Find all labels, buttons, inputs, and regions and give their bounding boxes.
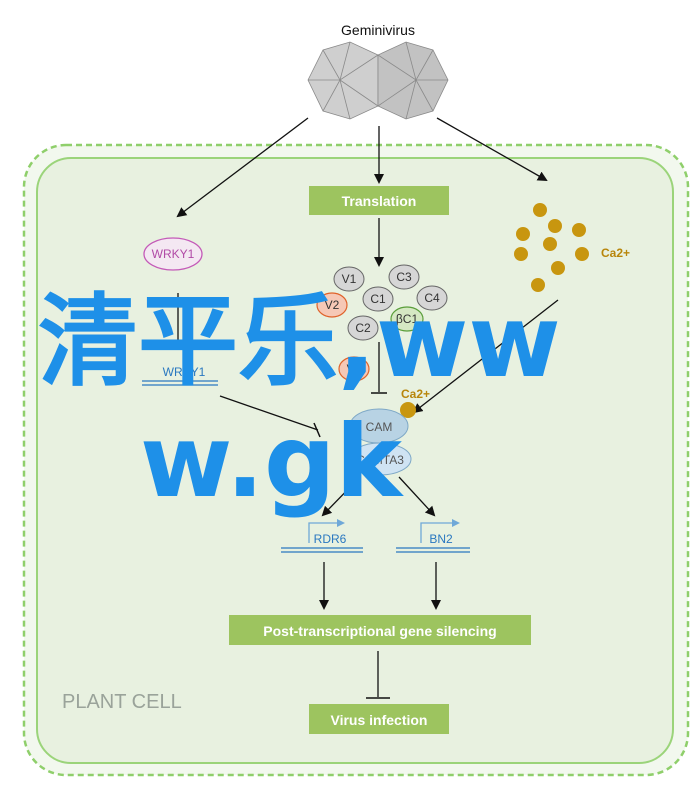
arrow-virus-to-wrky1 xyxy=(176,117,309,218)
inhibit-wrky-to-cam-bar xyxy=(313,422,321,438)
virus-infection-box xyxy=(309,704,449,734)
ptgs-box xyxy=(229,615,531,645)
camta3-label: CAMTA3 xyxy=(356,453,404,467)
protein-c4-label: C4 xyxy=(424,291,440,305)
wrky-gene-label: WRKY1 xyxy=(163,365,206,379)
protein-c1 xyxy=(362,286,394,312)
protein-c4 xyxy=(416,285,448,311)
translation-label: Translation xyxy=(342,193,417,209)
virus-title: Geminivirus xyxy=(341,22,415,38)
protein-bc1 xyxy=(390,306,424,332)
protein-v2-label: V2 xyxy=(325,298,340,312)
protein-c3-label: C3 xyxy=(396,270,412,284)
arrow-virus-to-calcium xyxy=(436,117,548,181)
cam-label: CAM xyxy=(366,420,393,434)
rdr6-promoter-arrow xyxy=(308,519,345,543)
bn2-promoter-arrow xyxy=(420,519,460,543)
plant-cell-label: PLANT CELL xyxy=(62,691,182,713)
translation-box xyxy=(309,186,449,215)
arrow-camta3-to-rdr6 xyxy=(321,476,361,517)
protein-v1 xyxy=(333,266,365,292)
arrow-camta3-to-bn2 xyxy=(398,476,436,517)
calcium-label-lower: Ca2+ xyxy=(401,387,430,401)
protein-c3 xyxy=(388,264,420,290)
protein-c2 xyxy=(347,315,379,341)
rdr6-label: RDR6 xyxy=(314,532,347,546)
protein-v1-label: V1 xyxy=(342,272,357,286)
protein-v2-second xyxy=(338,356,370,382)
geminivirus-icon xyxy=(307,41,449,120)
wrky1-node xyxy=(143,237,203,271)
protein-c2-label: C2 xyxy=(355,321,371,335)
calcium-label-top: Ca2+ xyxy=(601,246,630,260)
calcium-dot-lower xyxy=(400,402,416,418)
protein-bc1-label: βC1 xyxy=(396,312,419,326)
virus-infection-label: Virus infection xyxy=(331,712,428,728)
camta3-node xyxy=(348,442,412,476)
inhibit-wrky-to-cam xyxy=(219,395,319,431)
ptgs-label: Post-transcriptional gene silencing xyxy=(263,623,496,639)
arrow-calcium-to-cam xyxy=(412,299,559,414)
protein-c1-label: C1 xyxy=(370,292,386,306)
protein-v2 xyxy=(316,292,348,318)
bn2-label: BN2 xyxy=(429,532,453,546)
calcium-cluster xyxy=(514,203,589,292)
protein-v2-second-label: V2 xyxy=(347,362,362,376)
wrky1-label: WRKY1 xyxy=(152,247,195,261)
